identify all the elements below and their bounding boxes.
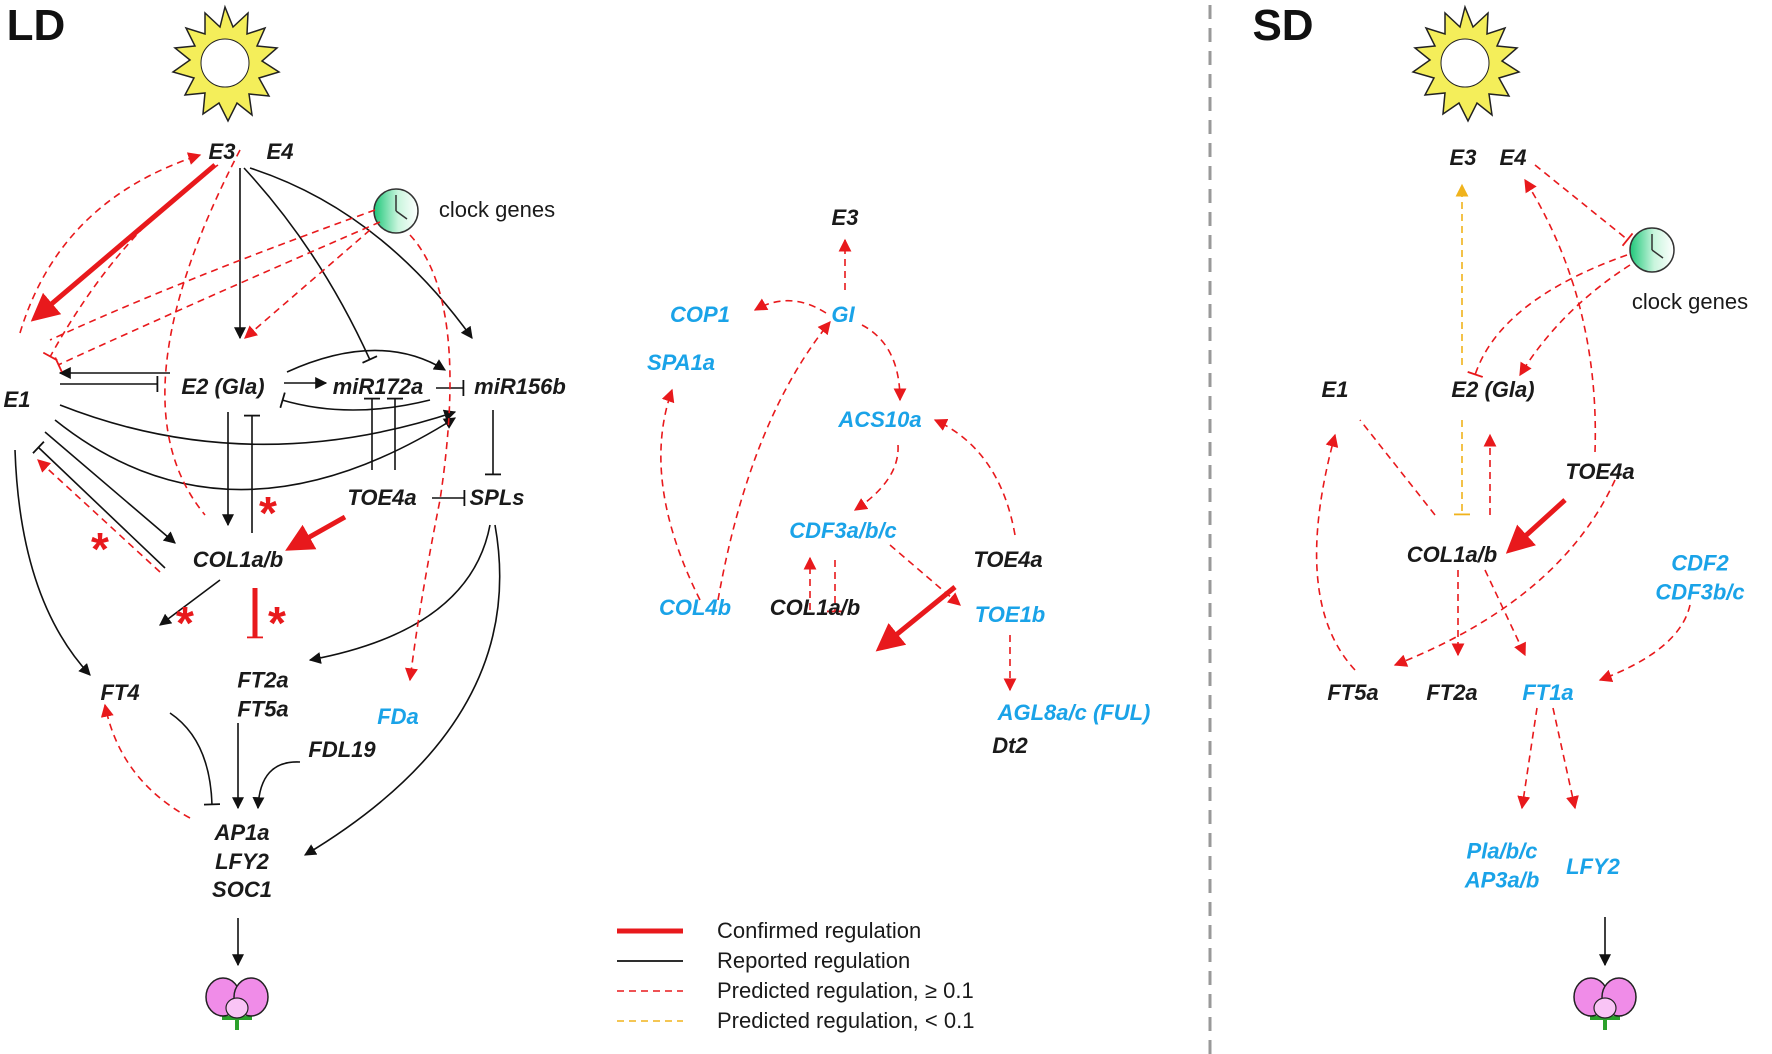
sd-gene-ft5a: FT5a (1327, 680, 1379, 705)
sd-gene-cdf3bc: CDF3b/c (1655, 579, 1745, 604)
sd-gene-cdf2: CDF2 (1671, 550, 1729, 576)
legend-predicted-high: Predicted regulation, ≥ 0.1 (717, 978, 974, 1003)
sd-gene-ap3ab: AP3a/b (1464, 867, 1540, 892)
ld-gene-mir156b: miR156b (474, 374, 566, 399)
ld-gene-e1: E1 (3, 387, 31, 412)
flower-icon-ld (205, 977, 269, 1030)
ld-gene-e2: E2 (Gla) (181, 374, 265, 399)
ld-clock-genes-label: clock genes (438, 197, 556, 222)
mid-gene-gi: GI (831, 302, 855, 327)
ld-gene-ft4: FT4 (100, 680, 140, 705)
ld-gene-spls: SPLs (469, 485, 525, 510)
mid-gene-toe1b: TOE1b (974, 602, 1046, 627)
sd-gene-toe4a: TOE4a (1565, 459, 1635, 484)
ld-gene-e3: E3 (208, 139, 236, 164)
ld-gene-fda: FDa (377, 704, 419, 729)
ld-asterisk-2: * (91, 523, 109, 575)
sd-gene-e2: E2 (Gla) (1451, 377, 1535, 402)
sd-gene-ft1a: FT1a (1522, 680, 1574, 705)
flower-icon-sd (1573, 977, 1637, 1030)
ld-gene-e4: E4 (266, 139, 294, 164)
mid-gene-dt2: Dt2 (992, 733, 1028, 758)
ld-asterisk-3: * (176, 597, 194, 649)
legend-confirmed: Confirmed regulation (717, 918, 922, 943)
ld-gene-mir172a: miR172a (332, 374, 424, 399)
sd-gene-col1ab: COL1a/b (1406, 542, 1498, 567)
ld-gene-ft2a-ft5a: FT2a FT5a (237, 666, 288, 723)
sd-clock-genes-label: clock genes (1631, 289, 1749, 314)
mid-edges (660, 238, 1017, 692)
panel-label-ld: LD (6, 1, 66, 50)
clock-icon-sd (1629, 227, 1675, 273)
ld-asterisk-4: * (268, 597, 286, 649)
sd-gene-plabc: Pla/b/c (1466, 838, 1538, 864)
sun-icon-sd (1411, 4, 1521, 123)
sd-gene-pla-ap3: Pla/b/c AP3a/b (1465, 837, 1540, 894)
ld-gene-ft5a: FT5a (237, 696, 289, 721)
legend-predicted-low: Predicted regulation, < 0.1 (717, 1008, 975, 1033)
ld-gene-ap1a: AP1a (214, 820, 270, 846)
sd-gene-e3: E3 (1449, 145, 1477, 170)
sd-gene-cdf-group: CDF2 CDF3b/c (1655, 549, 1744, 606)
mid-gene-col1ab: COL1a/b (769, 595, 861, 620)
mid-gene-cop1: COP1 (670, 302, 730, 327)
ld-asterisk-1: * (259, 487, 277, 539)
legend-swatches (617, 928, 683, 1022)
mid-gene-col4b: COL4b (658, 595, 732, 620)
sd-gene-e4: E4 (1499, 145, 1527, 170)
sd-gene-ft2a: FT2a (1426, 680, 1478, 705)
sd-gene-e1: E1 (1321, 377, 1349, 402)
ld-gene-toe4a: TOE4a (347, 485, 417, 510)
mid-gene-e3: E3 (831, 205, 859, 230)
mid-gene-cdf3abc: CDF3a/b/c (789, 518, 897, 543)
sd-gene-lfy2: LFY2 (1566, 854, 1620, 879)
clock-icon-ld (373, 188, 419, 234)
sun-icon-ld (171, 4, 281, 123)
mid-gene-toe4a: TOE4a (973, 547, 1043, 572)
ld-gene-lfy2: LFY2 (215, 848, 269, 874)
ld-gene-ft2a: FT2a (237, 667, 289, 693)
legend-reported: Reported regulation (717, 948, 911, 973)
mid-gene-agl8ac-ful: AGL8a/c (FUL) (997, 700, 1151, 725)
mid-gene-acs10a: ACS10a (838, 407, 922, 432)
ld-gene-fdl19: FDL19 (308, 737, 376, 762)
mid-gene-spa1a: SPA1a (646, 350, 716, 375)
ld-gene-col1ab: COL1a/b (192, 547, 284, 572)
sd-edges (1315, 164, 1691, 967)
ld-gene-floral-integrators: AP1a LFY2 SOC1 (212, 819, 272, 905)
ld-gene-soc1: SOC1 (212, 877, 272, 903)
ld-edges (14, 149, 501, 967)
panel-label-sd: SD (1252, 1, 1314, 50)
